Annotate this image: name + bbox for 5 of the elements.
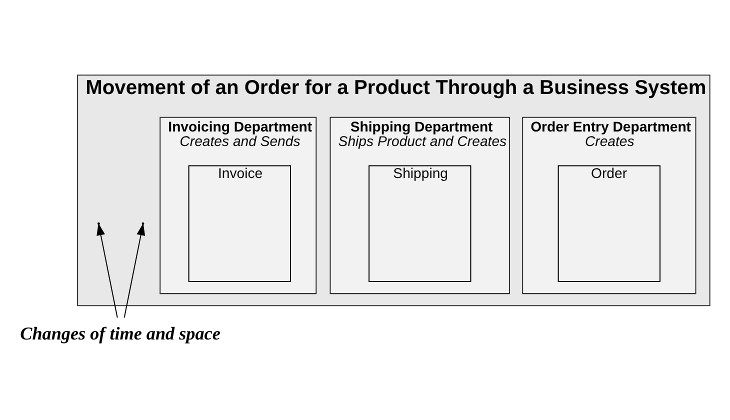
node-box: Order: [558, 164, 660, 282]
node-box: Shipping: [368, 164, 472, 282]
arrow: [96, 222, 118, 318]
node-box: Invoice: [188, 164, 291, 282]
node-text: Changes of time and space: [20, 322, 220, 343]
